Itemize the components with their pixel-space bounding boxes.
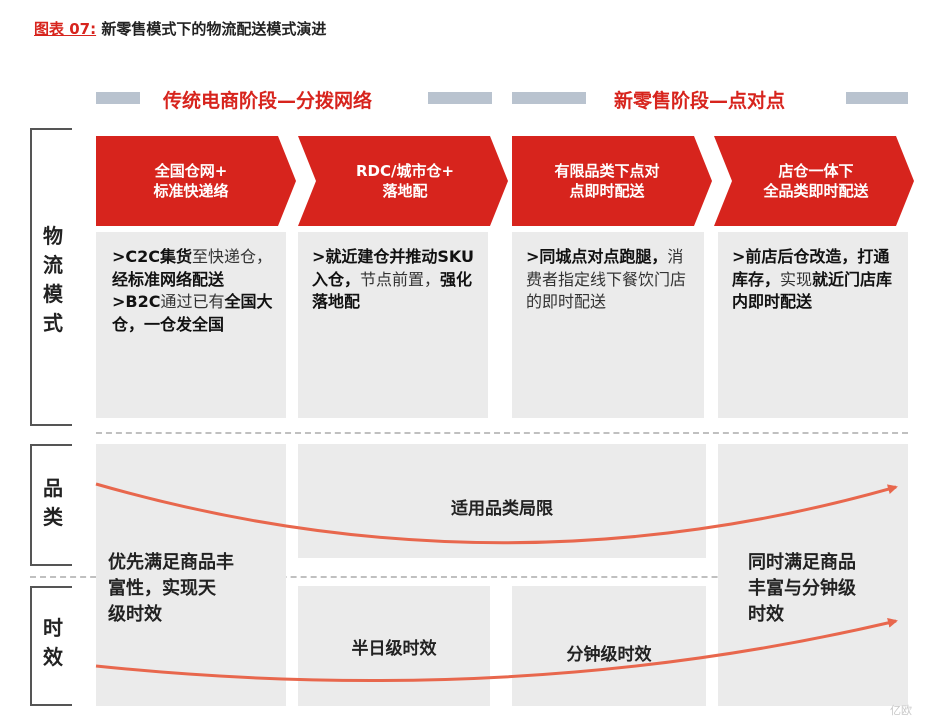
chevron-label: 店仓一体下 全品类即时配送 <box>763 161 869 200</box>
stage-bar <box>96 92 140 104</box>
half-day-time-text: 半日级时效 <box>351 639 437 659</box>
logistics-panel-3: >同城点对点跑腿，消费者指定线下餐饮门店的即时配送 <box>512 232 704 418</box>
figure-title: 图表 07: 新零售模式下的物流配送模式演进 <box>34 18 326 39</box>
minute-time-text: 分钟级时效 <box>566 645 652 665</box>
category-panel-middle <box>298 444 706 558</box>
time-panel-minute <box>512 586 706 706</box>
chevron-arrow-shape <box>298 136 508 226</box>
logistics-panel-2: >就近建仓并推动SKU入仓，节点前置，强化落地配 <box>298 232 488 418</box>
watermark: 亿欧 <box>890 704 912 717</box>
capability-panel-left <box>96 444 286 706</box>
time-panel-half-day <box>298 586 490 706</box>
figure-title-text: 新零售模式下的物流配送模式演进 <box>101 20 327 38</box>
dashed-divider <box>30 576 908 578</box>
dashed-divider <box>96 432 908 434</box>
chevron-arrow-shape <box>96 136 296 226</box>
stage-label-new-retail: 新零售阶段—点对点 <box>614 90 786 112</box>
chevron-stage-2: RDC/城市仓+ 落地配 <box>298 136 508 226</box>
chevron-label: RDC/城市仓+ 落地配 <box>355 161 455 200</box>
chevron-stage-4: 店仓一体下 全品类即时配送 <box>714 136 914 226</box>
bracket-logistics <box>30 128 72 426</box>
logistics-text: >C2C集货至快递仓，经标准网络配送 >B2C通过已有全国大仓，一仓发全国 <box>112 247 273 335</box>
capability-panel-right <box>718 444 908 706</box>
logistics-panel-4: >前店后仓改造，打通库存，实现就近门店库内即时配送 <box>718 232 908 418</box>
left-capability-text: 优先满足商品丰 富性，实现天 级时效 <box>108 552 234 626</box>
stage-bar <box>846 92 908 104</box>
right-capability-text: 同时满足商品 丰富与分钟级 时效 <box>748 552 856 626</box>
stage-bar <box>512 92 586 104</box>
row-label-category: 品 类 <box>43 476 63 529</box>
logistics-text: >同城点对点跑腿，消费者指定线下餐饮门店的即时配送 <box>526 247 687 312</box>
bracket-timeliness <box>30 586 72 706</box>
chevron-arrow-shape <box>512 136 712 226</box>
chevron-stage-3: 有限品类下点对 点即时配送 <box>512 136 712 226</box>
row-label-timeliness: 时 效 <box>43 616 63 669</box>
chevron-label: 有限品类下点对 点即时配送 <box>554 161 660 200</box>
row-label-logistics: 物 流 模 式 <box>43 224 63 335</box>
figure-tag: 图表 07: <box>34 20 97 38</box>
stage-bar <box>428 92 492 104</box>
logistics-text: >前店后仓改造，打通库存，实现就近门店库内即时配送 <box>732 247 893 312</box>
logistics-panel-1: >C2C集货至快递仓，经标准网络配送 >B2C通过已有全国大仓，一仓发全国 <box>96 232 286 418</box>
bracket-category <box>30 444 72 566</box>
timeliness-curve-arrow <box>95 617 898 683</box>
logistics-text: >就近建仓并推动SKU入仓，节点前置，强化落地配 <box>312 247 475 312</box>
stage-label-traditional: 传统电商阶段—分拨网络 <box>163 90 373 112</box>
category-text: 适用品类局限 <box>451 499 553 519</box>
category-curve-arrow <box>95 482 898 545</box>
chevron-stage-1: 全国仓网+ 标准快递络 <box>96 136 296 226</box>
chevron-arrow-shape <box>714 136 914 226</box>
chevron-label: 全国仓网+ 标准快递络 <box>153 161 229 200</box>
